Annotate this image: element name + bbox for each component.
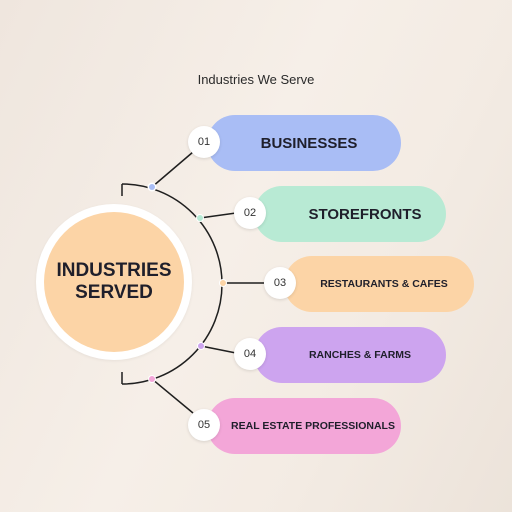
industry-label: RANCHES & FARMS bbox=[308, 349, 412, 361]
industry-pill-businesses: BUSINESSES bbox=[207, 115, 401, 171]
number-badge-1: 01 bbox=[188, 126, 220, 158]
connector-line-2 bbox=[199, 212, 237, 219]
industry-pill-restaurants: RESTAURANTS & CAFES bbox=[284, 256, 474, 312]
number-badge-2: 02 bbox=[234, 197, 266, 229]
number-badge-4: 04 bbox=[234, 338, 266, 370]
center-circle: INDUSTRIES SERVED bbox=[36, 204, 192, 360]
arc-dot-5 bbox=[149, 376, 155, 382]
number-badge-5: 05 bbox=[188, 409, 220, 441]
center-label: INDUSTRIES SERVED bbox=[56, 260, 172, 303]
arc-dot-1 bbox=[149, 184, 155, 190]
connector-line-4 bbox=[200, 345, 237, 354]
page-title: Industries We Serve bbox=[197, 72, 315, 87]
connector-line-5 bbox=[151, 378, 194, 414]
industry-label: BUSINESSES bbox=[260, 134, 358, 152]
number-badge-3: 03 bbox=[264, 267, 296, 299]
arc-dot-3 bbox=[220, 280, 226, 286]
industry-pill-storefronts: STOREFRONTS bbox=[254, 186, 446, 242]
arc-dot-2 bbox=[197, 215, 203, 221]
industry-pill-ranches: RANCHES & FARMS bbox=[254, 327, 446, 383]
arc-dot-4 bbox=[198, 343, 204, 349]
industry-label: STOREFRONTS bbox=[308, 205, 422, 223]
center-circle-fill: INDUSTRIES SERVED bbox=[44, 212, 184, 352]
industry-pill-real-estate: REAL ESTATE PROFESSIONALS bbox=[207, 398, 401, 454]
industry-label: REAL ESTATE PROFESSIONALS bbox=[231, 420, 395, 432]
industry-label: RESTAURANTS & CAFES bbox=[320, 278, 448, 290]
connector-line-1 bbox=[151, 151, 194, 188]
